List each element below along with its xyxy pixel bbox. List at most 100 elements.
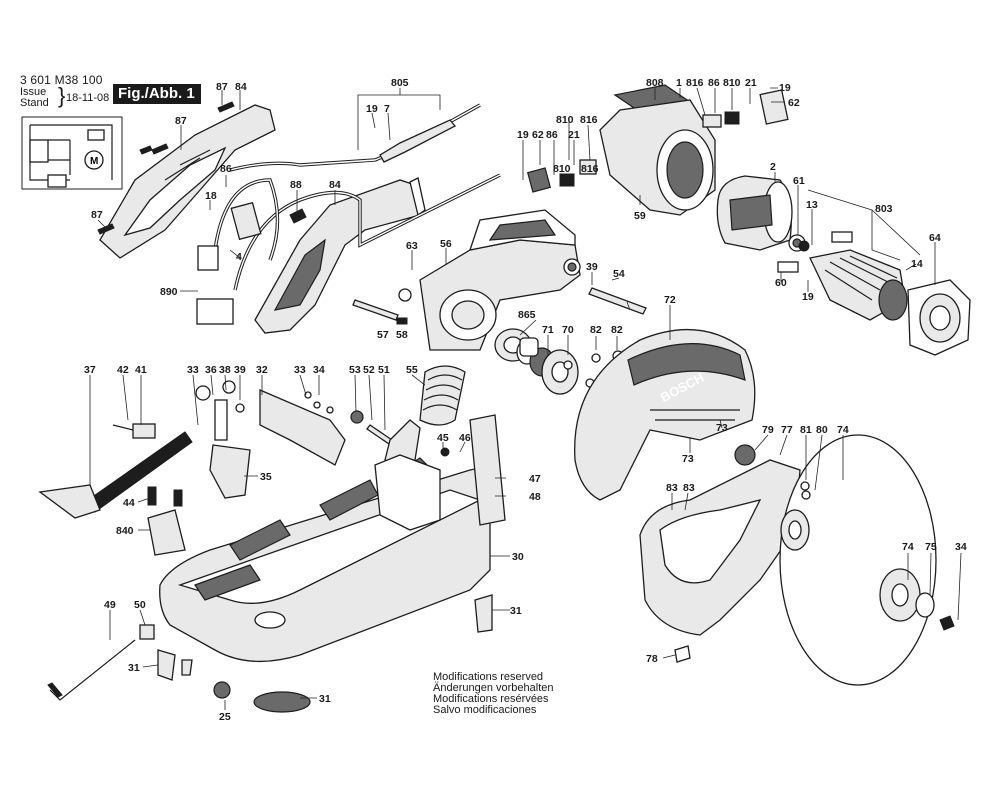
callout: 25 bbox=[219, 711, 231, 723]
callout: 73 bbox=[716, 422, 728, 434]
callout: 42 bbox=[117, 364, 129, 376]
callout: 83 bbox=[666, 482, 678, 494]
callout: 70 bbox=[562, 324, 574, 336]
handle-upper bbox=[99, 104, 276, 259]
callout: 890 bbox=[160, 286, 178, 298]
callout: 79 bbox=[762, 424, 774, 436]
callout: 61 bbox=[793, 175, 805, 187]
callout: 13 bbox=[806, 199, 818, 211]
callout: 58 bbox=[396, 329, 408, 341]
callout: 840 bbox=[116, 525, 134, 537]
stator bbox=[716, 175, 793, 251]
callout: 18 bbox=[205, 190, 217, 202]
callout: 82 bbox=[590, 324, 602, 336]
callout: 83 bbox=[683, 482, 695, 494]
callout: 71 bbox=[542, 324, 554, 336]
callout: 87 bbox=[175, 115, 187, 127]
callout: 82 bbox=[611, 324, 623, 336]
wiring-schematic: M bbox=[21, 116, 123, 190]
callout: 84 bbox=[235, 81, 247, 93]
callout: 31 bbox=[510, 605, 522, 617]
callout: 38 bbox=[219, 364, 231, 376]
callout: 816 bbox=[580, 114, 598, 126]
field-housing bbox=[599, 84, 716, 216]
callout: 21 bbox=[745, 77, 757, 89]
callout: 81 bbox=[800, 424, 812, 436]
callout: 31 bbox=[319, 693, 331, 705]
callout: 805 bbox=[391, 77, 409, 89]
callout: 35 bbox=[260, 471, 272, 483]
callout: 36 bbox=[205, 364, 217, 376]
callout: 55 bbox=[406, 364, 418, 376]
callout: 60 bbox=[775, 277, 787, 289]
callout: 19 bbox=[779, 82, 791, 94]
callout: 73 bbox=[682, 453, 694, 465]
callout: 7 bbox=[384, 103, 390, 115]
callout: 86 bbox=[546, 129, 558, 141]
issue-date: 18-11-08 bbox=[66, 92, 110, 104]
note-en: Modifications reserved bbox=[433, 671, 544, 683]
callout: 45 bbox=[437, 432, 449, 444]
screws-87 bbox=[97, 101, 235, 235]
callout: 51 bbox=[378, 364, 390, 376]
callout: 37 bbox=[84, 364, 96, 376]
note-de: Änderungen vorbehalten bbox=[433, 682, 554, 694]
figure-label: Fig./Abb. 1 bbox=[113, 84, 201, 104]
callout: 46 bbox=[459, 432, 471, 444]
callout: 75 bbox=[925, 541, 937, 553]
callout: 34 bbox=[955, 541, 967, 553]
svg-text:M: M bbox=[90, 156, 98, 167]
switch-assembly bbox=[196, 201, 307, 325]
callout: 49 bbox=[104, 599, 116, 611]
brush-holders bbox=[526, 89, 789, 193]
callout: 816 bbox=[581, 163, 599, 175]
note-fr: Modifications resérvées bbox=[433, 693, 549, 705]
callout: 63 bbox=[406, 240, 418, 252]
callout: 64 bbox=[929, 232, 941, 244]
motor-housing bbox=[419, 209, 581, 351]
note-es: Salvo modificaciones bbox=[433, 704, 537, 716]
callout: 2 bbox=[770, 161, 776, 173]
cutting-disc bbox=[674, 434, 955, 686]
callout: 78 bbox=[646, 653, 658, 665]
callout: 1 bbox=[676, 77, 682, 89]
callout: 803 bbox=[875, 203, 893, 215]
vise-assembly bbox=[38, 288, 573, 713]
callout: 4 bbox=[236, 251, 242, 263]
callout: 39 bbox=[234, 364, 246, 376]
callout: 32 bbox=[256, 364, 268, 376]
callout: 33 bbox=[187, 364, 199, 376]
callout: 54 bbox=[613, 268, 625, 280]
base bbox=[159, 414, 506, 663]
callout: 810 bbox=[553, 163, 571, 175]
callout: 865 bbox=[518, 309, 536, 321]
callout: 77 bbox=[781, 424, 793, 436]
callout: 57 bbox=[377, 329, 389, 341]
callout: 41 bbox=[135, 364, 147, 376]
callout: 810 bbox=[556, 114, 574, 126]
callout: 14 bbox=[911, 258, 923, 270]
callout: 48 bbox=[529, 491, 541, 503]
modification-notes: Modifications reserved Änderungen vorbeh… bbox=[433, 672, 553, 716]
callout: 74 bbox=[902, 541, 914, 553]
callout: 19 bbox=[366, 103, 378, 115]
callout: 59 bbox=[634, 210, 646, 222]
callout: 62 bbox=[532, 129, 544, 141]
callout: 19 bbox=[517, 129, 529, 141]
callout: 50 bbox=[134, 599, 146, 611]
callout: 47 bbox=[529, 473, 541, 485]
callout-numbers: 87 84 87 86 18 88 84 87 4 890 805 19 7 1… bbox=[84, 77, 967, 723]
callout: 53 bbox=[349, 364, 361, 376]
callout: 56 bbox=[440, 238, 452, 250]
callout: 80 bbox=[816, 424, 828, 436]
callout: 74 bbox=[837, 424, 849, 436]
callout: 84 bbox=[329, 179, 341, 191]
callout: 62 bbox=[788, 97, 800, 109]
callout: 19 bbox=[802, 291, 814, 303]
callout: 33 bbox=[294, 364, 306, 376]
callout: 39 bbox=[586, 261, 598, 273]
callout: 30 bbox=[512, 551, 524, 563]
part-number: 3 601 M38 100 bbox=[20, 73, 103, 87]
leader-lines bbox=[89, 87, 962, 710]
callout: 34 bbox=[313, 364, 325, 376]
